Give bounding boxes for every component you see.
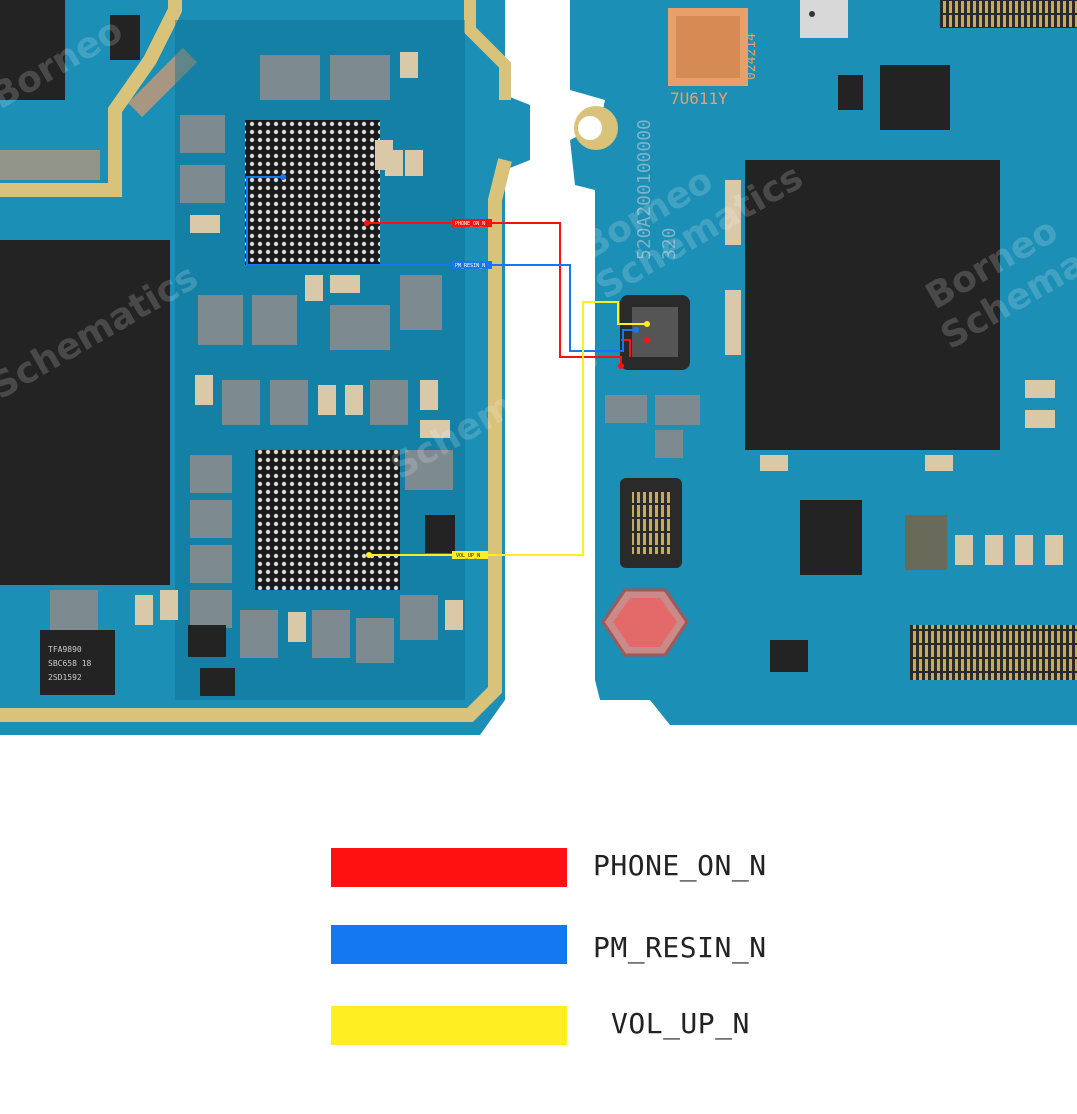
- pcb-board-photo: TFA9890 SBC658 18 2SD1592 7U611Y 024214 …: [0, 0, 1077, 735]
- legend-label-phone-on-n: PHONE_ON_N: [593, 849, 767, 882]
- legend-item-phone-on-n: PHONE_ON_N: [331, 848, 771, 888]
- board-code-520a: 520A200100000: [634, 119, 655, 260]
- legend-swatch-red: [331, 848, 567, 887]
- board-code-024214: 024214: [744, 33, 759, 80]
- svg-text:PM_RESIN_N: PM_RESIN_N: [455, 263, 485, 269]
- svg-text:PHONE_ON_N: PHONE_ON_N: [455, 221, 485, 227]
- left-board: TFA9890 SBC658 18 2SD1592: [0, 0, 530, 735]
- trace-vol-up-n: VOL_UP_N: [366, 301, 650, 559]
- chip-label-2sd: 2SD1592: [48, 673, 82, 682]
- chip-label-sbc: SBC658 18: [48, 659, 92, 668]
- trace-tag-phone-on-n: [452, 219, 492, 227]
- trace-tag-vol-up-n: [452, 551, 488, 559]
- trace-pm-resin-n: PM_RESIN_N: [246, 174, 639, 352]
- board-code-7u611y: 7U611Y: [670, 89, 728, 108]
- legend-label-vol-up-n: VOL_UP_N: [611, 1007, 750, 1040]
- legend-item-vol-up-n: VOL_UP_N: [331, 1006, 771, 1046]
- legend-swatch-blue: [331, 925, 567, 964]
- board-code-320: 320: [659, 227, 680, 260]
- chip-label-tfa: TFA9890: [48, 645, 82, 654]
- legend-swatch-yellow: [331, 1006, 567, 1045]
- svg-text:VOL_UP_N: VOL_UP_N: [456, 553, 480, 559]
- legend-label-pm-resin-n: PM_RESIN_N: [593, 931, 767, 964]
- right-board: 7U611Y 024214 520A200100000 320: [570, 0, 1077, 725]
- legend-item-pm-resin-n: PM_RESIN_N: [331, 925, 771, 965]
- trace-tag-pm-resin-n: [452, 261, 492, 269]
